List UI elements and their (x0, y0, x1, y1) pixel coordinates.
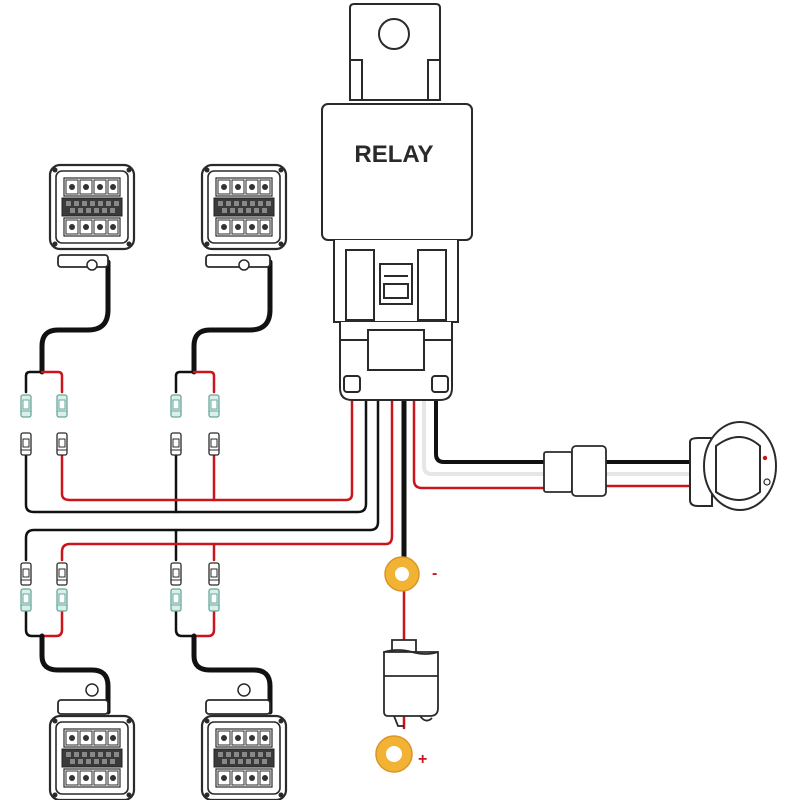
connectors-top-right (170, 394, 220, 456)
positive-terminal-label: + (418, 751, 427, 768)
work-light-top-left (48, 163, 136, 271)
fuse-holder (383, 639, 439, 727)
relay-label: RELAY (354, 141, 433, 168)
work-light-top-right (200, 163, 288, 271)
connectors-top-left (20, 394, 68, 456)
negative-terminal-label: - (432, 565, 437, 582)
wires (24, 259, 692, 730)
relay (321, 3, 473, 401)
connectors-bottom-left (20, 562, 68, 612)
rocker-switch (689, 421, 777, 511)
connectors-bottom-right (170, 562, 220, 612)
switch-plug (543, 445, 607, 497)
negative-ring-terminal (384, 556, 420, 592)
work-light-bottom-left (48, 683, 136, 800)
positive-ring-terminal (375, 735, 413, 773)
work-light-bottom-right (200, 683, 288, 800)
